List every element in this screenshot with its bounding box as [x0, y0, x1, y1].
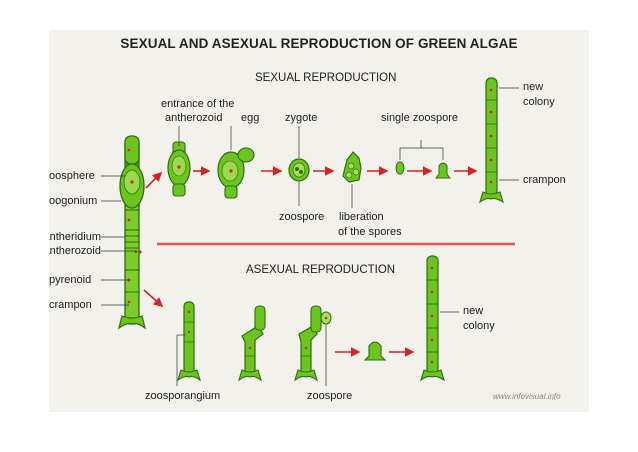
label-zoosporangium: zoosporangium — [145, 390, 221, 402]
label-liberation-line2: of the spores — [338, 226, 402, 238]
stage-entrance — [167, 141, 191, 197]
stage-germling — [363, 341, 387, 361]
stage-liberation — [342, 151, 362, 183]
label-oogonium: oogonium — [49, 195, 98, 207]
label-antheridium: antheridium — [49, 231, 101, 243]
label-single-zoospore: single zoospore — [381, 112, 459, 124]
label-zygote: zygote — [285, 112, 318, 124]
stage-single-zoospore — [395, 161, 451, 179]
label-crampon-right: crampon — [523, 174, 566, 186]
stage-egg — [217, 147, 255, 199]
label-oosphere: oosphere — [49, 170, 95, 182]
label-entrance-line2: antherozoid — [165, 112, 223, 124]
diagram-title: SEXUAL AND ASEXUAL REPRODUCTION OF GREEN… — [120, 36, 518, 51]
label-zoospore-top: zoospore — [279, 211, 325, 223]
diagram-art — [101, 77, 519, 386]
label-new-colony-bottom-1: new — [463, 305, 484, 317]
label-liberation-line1: liberation — [339, 211, 384, 223]
label-pyrenoid: pyrenoid — [49, 274, 92, 286]
label-entrance-line1: entrance of the — [161, 98, 235, 110]
label-egg: egg — [241, 112, 260, 124]
credit-watermark: www.infovisual.info — [493, 392, 561, 401]
label-zoospore-bottom: zoospore — [307, 390, 353, 402]
stage-bent-2 — [294, 305, 332, 382]
main-filament — [118, 135, 146, 330]
label-new-colony-top-2: colony — [523, 96, 555, 108]
label-new-colony-top-1: new — [523, 81, 544, 93]
section-sexual-title: SEXUAL REPRODUCTION — [255, 72, 397, 84]
label-new-colony-bottom-2: colony — [463, 320, 495, 332]
label-crampon-left: crampon — [49, 299, 92, 311]
new-colony-top — [479, 77, 504, 204]
stage-zygote — [288, 158, 310, 182]
stage-zoosporangium — [177, 301, 201, 382]
diagram-slide: SEXUAL AND ASEXUAL REPRODUCTION OF GREEN… — [49, 30, 589, 412]
stage-bent-1 — [238, 305, 266, 382]
new-colony-bottom — [420, 255, 445, 382]
label-antherozoid: antherozoid — [49, 245, 101, 257]
section-asexual-title: ASEXUAL REPRODUCTION — [246, 264, 396, 276]
